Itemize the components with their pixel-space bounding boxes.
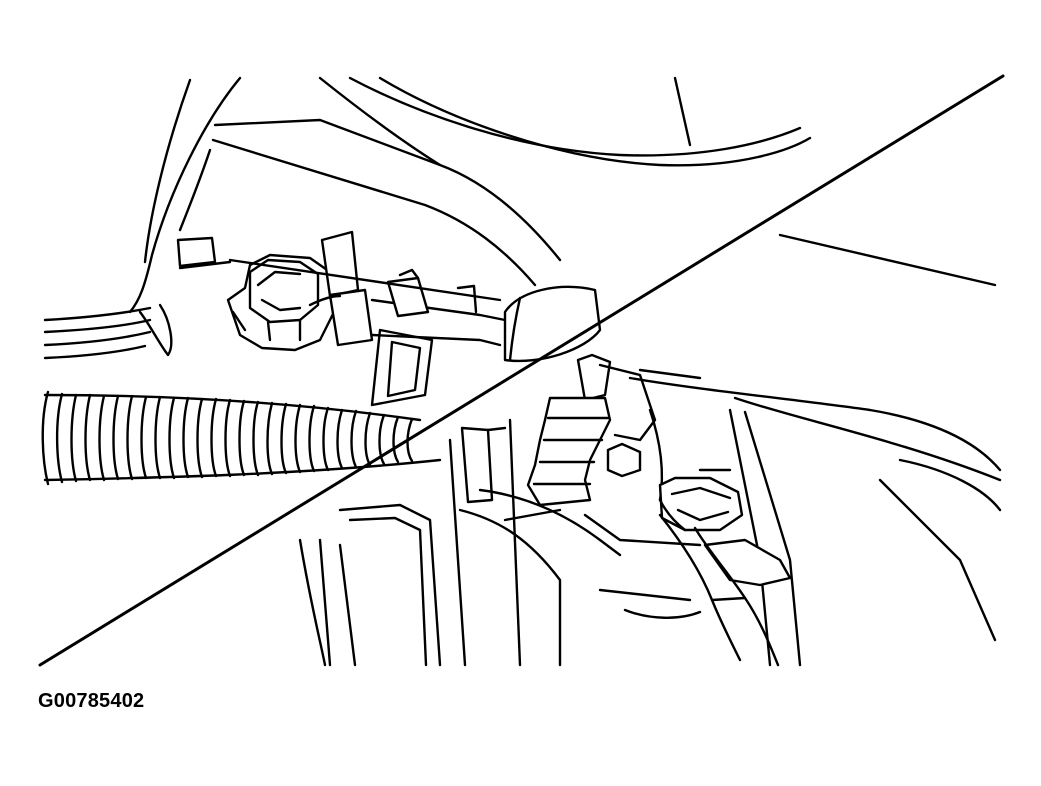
hex-bolt-lower	[658, 476, 792, 667]
figure-id-label: G00785402	[38, 690, 145, 712]
lower-right-view	[298, 233, 1002, 667]
hex-bolt-upper	[226, 253, 337, 352]
panel-divider	[38, 74, 1005, 667]
engine-ground-strap-illustration	[38, 74, 1005, 667]
corrugated-hose	[41, 390, 442, 486]
upper-left-view	[41, 76, 812, 486]
sensor-boot	[526, 353, 657, 507]
